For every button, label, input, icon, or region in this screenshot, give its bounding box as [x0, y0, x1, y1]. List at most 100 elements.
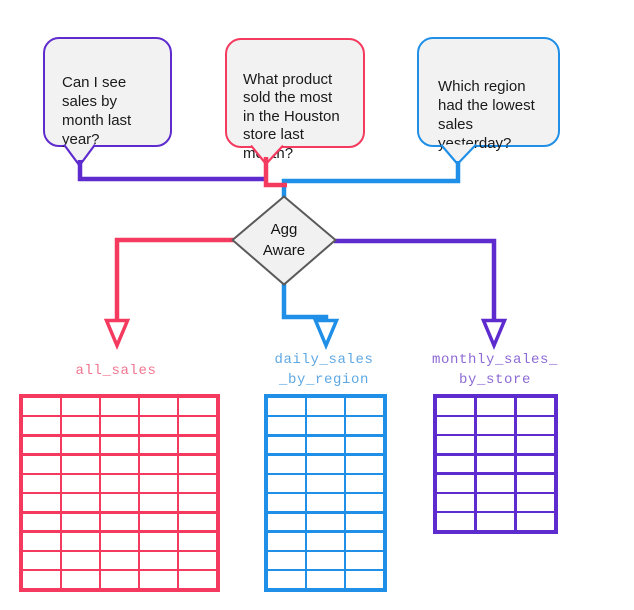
table-cell: [179, 398, 216, 415]
table-cell: [476, 417, 515, 434]
arrow-down-pink-icon: [103, 318, 131, 351]
table-cell: [62, 513, 99, 531]
table-cell: [307, 417, 344, 434]
table-cell: [62, 455, 99, 473]
purple-branch-connector: [334, 238, 497, 320]
table-cell: [179, 513, 216, 531]
table-cell: [476, 494, 515, 511]
table-cell: [179, 494, 216, 511]
table-cell: [346, 455, 383, 473]
table-cell: [307, 398, 344, 415]
table-cell: [516, 513, 554, 530]
table-cell: [307, 513, 344, 531]
table-cell: [179, 475, 216, 492]
table-cell: [307, 455, 344, 473]
table-label-daily-sales-by-region: daily_sales _by_region: [274, 352, 374, 388]
table-cell: [476, 513, 515, 530]
table-cell: [62, 532, 99, 550]
table-cell: [62, 571, 99, 588]
speech-bubble-monthly-sales: Can I see sales by month last year?: [43, 37, 172, 148]
pink-branch-connector: [114, 237, 234, 320]
table-cell: [140, 417, 177, 434]
table-cell: [346, 398, 383, 415]
table-cell: [307, 571, 344, 588]
table-cell: [346, 494, 383, 511]
table-cell: [516, 398, 554, 415]
table-cell: [346, 436, 383, 454]
table-cell: [516, 455, 554, 473]
table-cell: [140, 513, 177, 531]
table-cell: [101, 436, 138, 454]
table-cell: [179, 571, 216, 588]
table-label-monthly-sales-by-store: monthly_sales_ by_store: [431, 352, 559, 388]
speech-bubble-region-sales: Which region had the lowest sales yester…: [417, 37, 560, 152]
table-cell: [268, 455, 305, 473]
blue-trunk-connector: [281, 161, 461, 199]
table-cell: [268, 475, 305, 492]
arrow-down-purple-icon: [480, 318, 508, 351]
table-cell: [23, 513, 60, 531]
table-cell: [101, 398, 138, 415]
table-cell: [179, 532, 216, 550]
speech-bubble-houston-product: What product sold the most in the Housto…: [225, 38, 365, 162]
table-cell: [23, 571, 60, 588]
table-cell: [437, 417, 475, 434]
table-cell: [476, 455, 515, 473]
table-monthly-sales-by-store: [433, 394, 558, 534]
table-cell: [62, 417, 99, 434]
table-cell: [437, 455, 475, 473]
table-cell: [268, 398, 305, 415]
table-cell: [268, 417, 305, 434]
table-cell: [346, 475, 383, 492]
purple-trunk-connector: [77, 160, 268, 182]
table-cell: [62, 398, 99, 415]
table-daily-sales-by-region: [264, 394, 387, 592]
table-cell: [516, 494, 554, 511]
table-cell: [346, 532, 383, 550]
table-cell: [437, 513, 475, 530]
table-cell: [307, 552, 344, 569]
speech-bubble-text: What product sold the most in the Housto…: [243, 70, 340, 162]
table-cell: [516, 436, 554, 454]
speech-bubble-text: Which region had the lowest sales yester…: [438, 78, 535, 152]
table-cell: [23, 417, 60, 434]
diamond-label: Agg Aware: [262, 221, 306, 259]
table-cell: [268, 571, 305, 588]
table-cell: [23, 455, 60, 473]
table-cell: [140, 494, 177, 511]
table-cell: [268, 552, 305, 569]
table-cell: [62, 494, 99, 511]
table-label-all-sales: all_sales: [75, 363, 157, 379]
table-cell: [140, 436, 177, 454]
table-cell: [307, 475, 344, 492]
table-cell: [140, 455, 177, 473]
table-cell: [101, 417, 138, 434]
table-cell: [476, 436, 515, 454]
table-cell: [476, 474, 515, 492]
arrow-down-blue-icon: [312, 318, 340, 351]
table-all-sales: [19, 394, 220, 592]
table-cell: [140, 398, 177, 415]
table-cell: [268, 532, 305, 550]
table-cell: [23, 436, 60, 454]
table-cell: [23, 552, 60, 569]
table-cell: [62, 552, 99, 569]
table-cell: [23, 475, 60, 492]
table-cell: [23, 494, 60, 511]
table-cell: [101, 494, 138, 511]
table-cell: [346, 571, 383, 588]
speech-bubble-text: Can I see sales by month last year?: [62, 74, 132, 148]
table-cell: [101, 475, 138, 492]
table-cell: [101, 513, 138, 531]
table-cell: [179, 455, 216, 473]
blue-branch-connector: [281, 283, 329, 320]
table-cell: [516, 417, 554, 434]
table-cell: [476, 398, 515, 415]
table-cell: [140, 475, 177, 492]
table-cell: [140, 532, 177, 550]
table-cell: [437, 474, 475, 492]
table-cell: [268, 513, 305, 531]
table-cell: [346, 513, 383, 531]
table-cell: [437, 398, 475, 415]
